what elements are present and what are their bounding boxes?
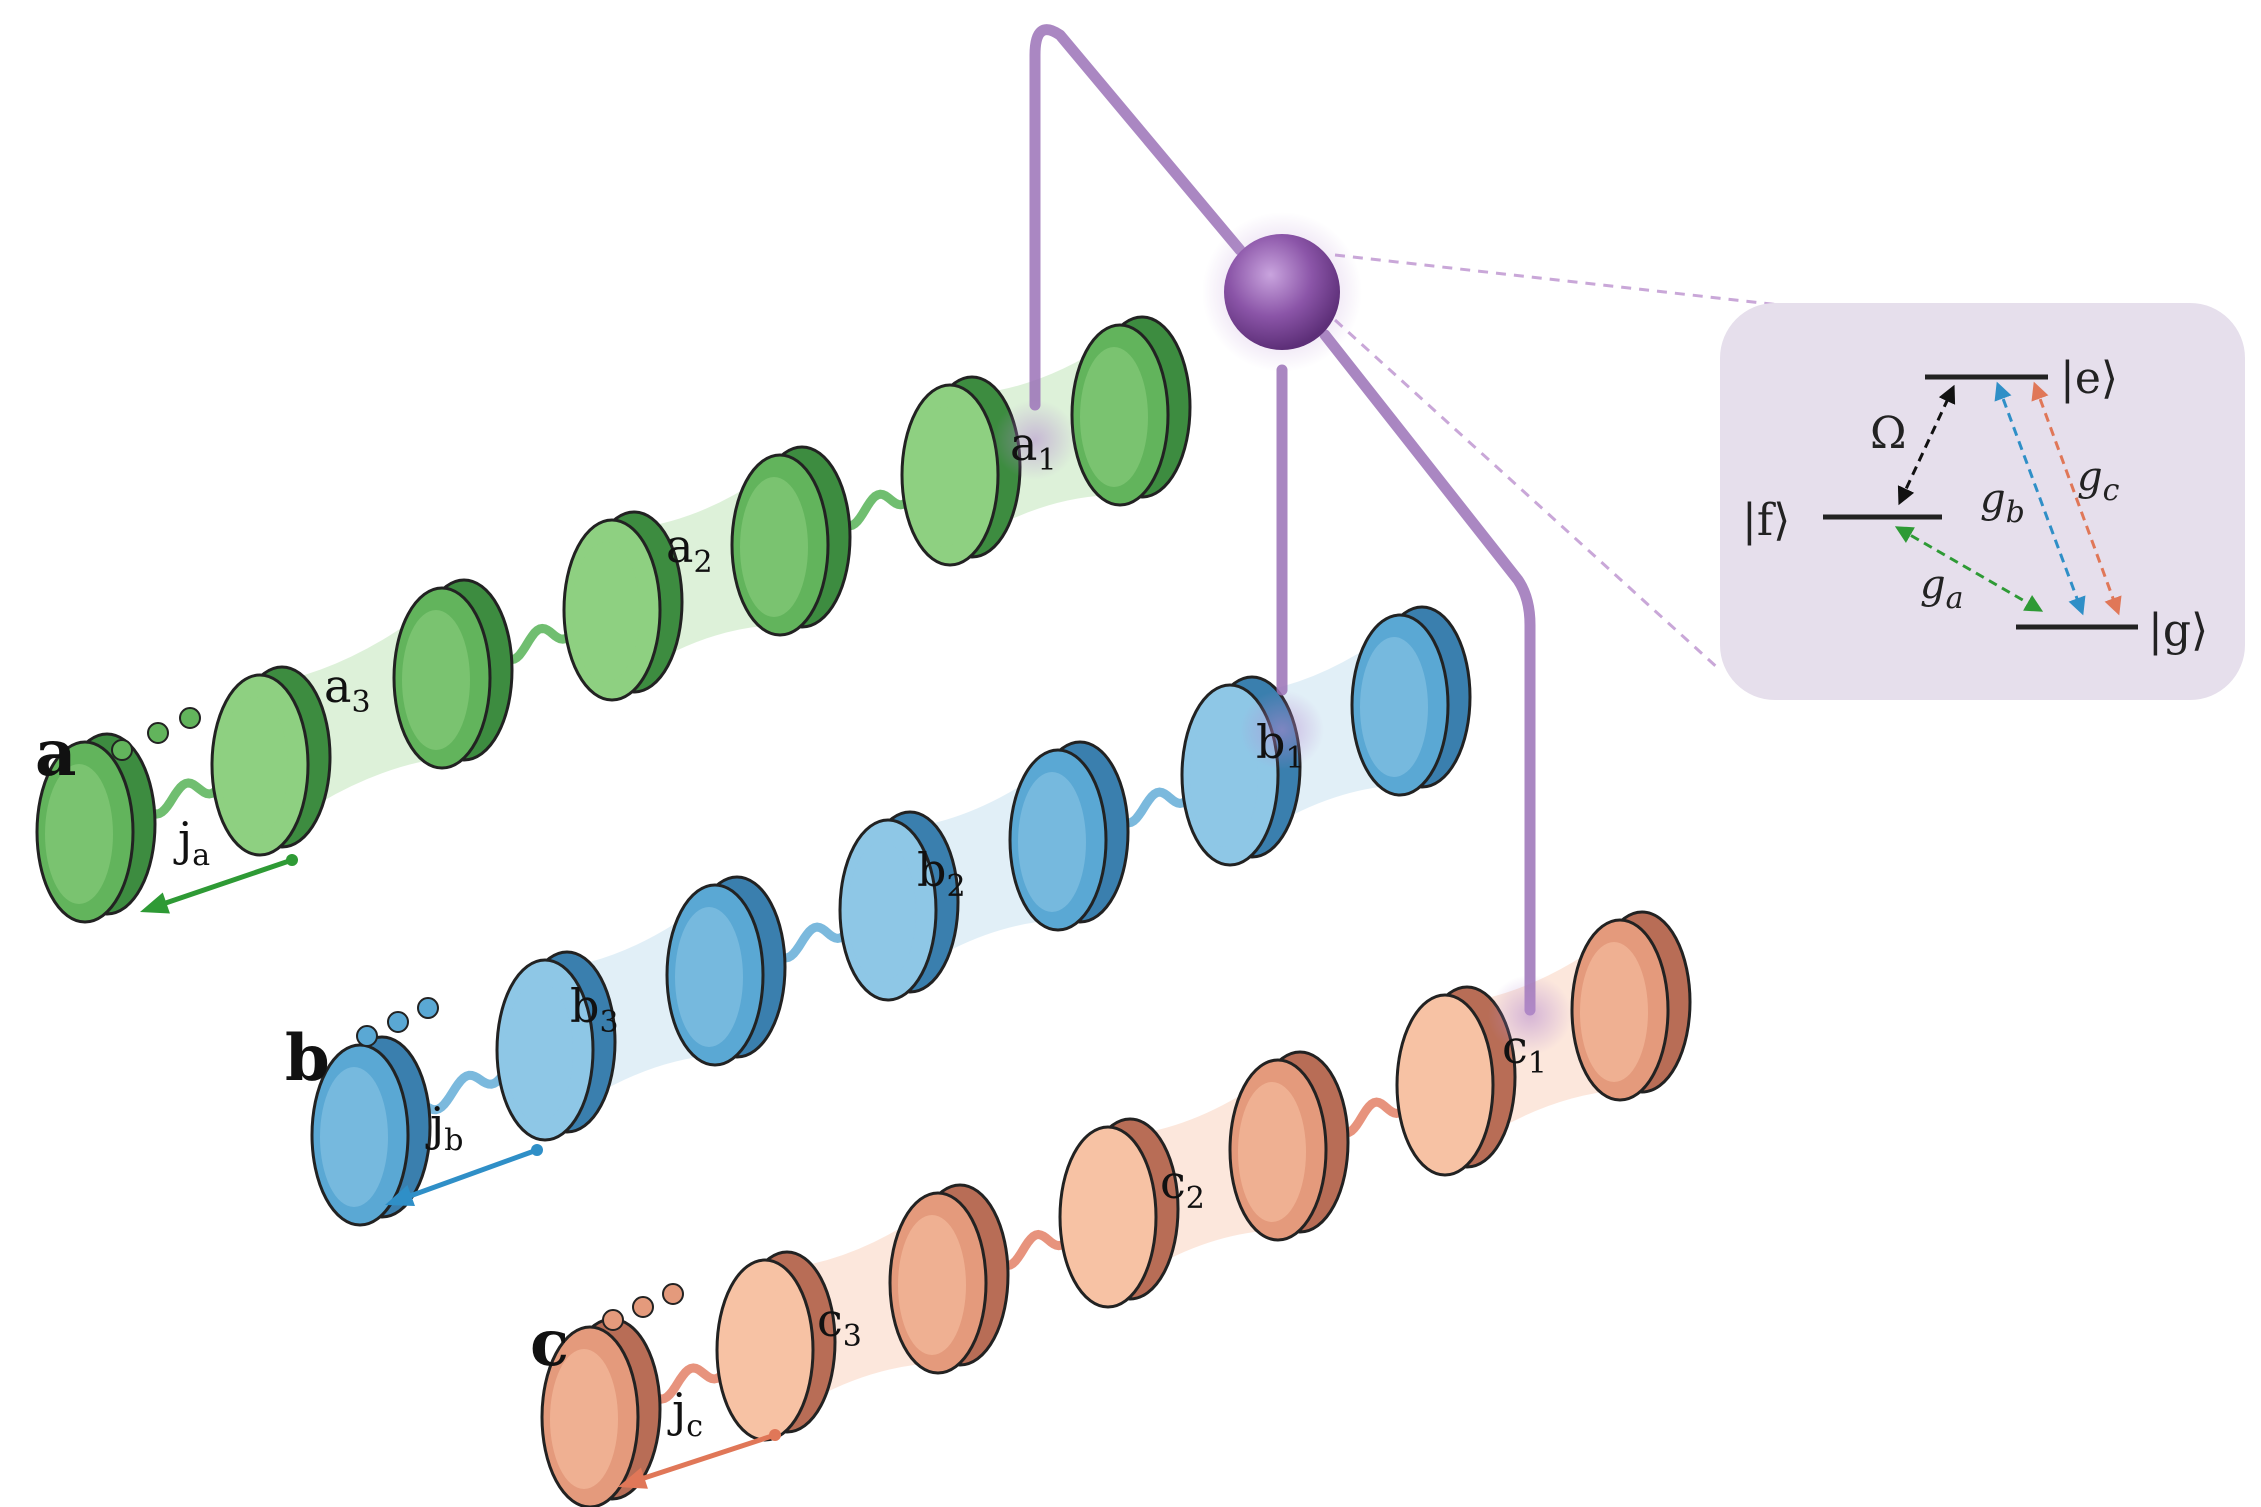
cavity-label-a2: a2 <box>666 519 713 580</box>
cavity-label-c1: c1 <box>1502 1020 1547 1081</box>
zoom-guide-lines <box>1333 253 1781 672</box>
chain-b: b jb <box>285 605 1472 1227</box>
mirror <box>730 445 852 637</box>
cavity-label-a3: a3 <box>324 659 371 720</box>
level-diagram: |e⟩ |f⟩ |g⟩ Ω gb gc ga <box>1720 303 2245 700</box>
continuation-dot <box>662 1283 684 1305</box>
omega-coupling-arrow <box>1897 384 1956 506</box>
mirror <box>35 732 157 924</box>
mirror <box>888 1183 1010 1375</box>
chain-label-c: c <box>530 1306 569 1381</box>
wire-to-c1 <box>1319 329 1536 1016</box>
omega-label: Ω <box>1870 408 1906 459</box>
level-g-label: |g⟩ <box>2148 605 2208 656</box>
cavity-label-b1: b1 <box>1256 715 1305 776</box>
chain-label-a: a <box>35 716 76 791</box>
gc-label: gc <box>2077 454 2120 508</box>
hopping-arrow-tail <box>531 1144 543 1156</box>
mirror <box>665 875 787 1067</box>
wire-contact-glows <box>993 400 1572 1055</box>
atom <box>1202 212 1362 372</box>
level-f-label: |f⟩ <box>1742 495 1790 546</box>
mirror <box>1008 740 1130 932</box>
cavity-chains: a ja b jb c jc <box>35 315 1692 1507</box>
mirror <box>540 1317 662 1507</box>
mirror <box>1350 605 1472 797</box>
hopping-direction-arrow <box>631 1432 776 1485</box>
mirror <box>392 578 514 770</box>
atom-wires <box>1029 24 1536 1016</box>
ga-label: ga <box>1920 562 1964 616</box>
hopping-label-c: jc <box>667 1383 703 1444</box>
mirror <box>310 1035 432 1227</box>
mirror <box>1570 910 1692 1102</box>
hopping-label-b: jb <box>425 1097 463 1158</box>
mirror <box>1070 315 1192 507</box>
hopping-direction-arrow <box>398 1147 538 1203</box>
hopping-arrow-tail <box>286 854 298 866</box>
hopping-arrow-head <box>385 1185 415 1206</box>
cavity-label-a1: a1 <box>1010 417 1057 478</box>
hopping-direction-arrow <box>153 857 293 910</box>
cavity-label-b2: b2 <box>917 843 966 904</box>
hopping-arrow-head <box>618 1467 648 1489</box>
mirror <box>1058 1117 1180 1309</box>
mirror <box>838 810 960 1002</box>
continuation-dot <box>356 1025 378 1047</box>
continuation-dot <box>632 1296 654 1318</box>
gb-label: gb <box>1980 476 2025 530</box>
continuation-dot <box>147 722 169 744</box>
gc-coupling-arrow <box>2031 381 2122 616</box>
mirror <box>900 375 1022 567</box>
hopping-arrow-tail <box>769 1429 781 1441</box>
level-e-label: |e⟩ <box>2060 353 2118 404</box>
mirror <box>495 950 617 1142</box>
chain-a: a ja <box>35 315 1192 924</box>
hopping-label-a: ja <box>173 812 210 873</box>
continuation-dot <box>111 739 133 761</box>
mirror <box>562 510 684 702</box>
cavity-label-c3: c3 <box>817 1293 862 1354</box>
cavity-labels: a1 a2 a3 b1 b2 b3 c1 c2 c3 <box>324 417 1547 1354</box>
continuation-dot <box>602 1309 624 1331</box>
hopping-arrow-head <box>140 892 170 914</box>
chain-label-b: b <box>285 1021 330 1096</box>
cavity-label-b3: b3 <box>570 979 619 1040</box>
continuation-dot <box>387 1011 409 1033</box>
mirror <box>1228 1050 1350 1242</box>
continuation-dot <box>179 707 201 729</box>
wire-to-a1 <box>1029 24 1246 411</box>
mirror <box>1395 985 1517 1177</box>
continuation-dot <box>417 997 439 1019</box>
mirror <box>210 665 332 857</box>
cavity-label-c2: c2 <box>1160 1155 1205 1216</box>
